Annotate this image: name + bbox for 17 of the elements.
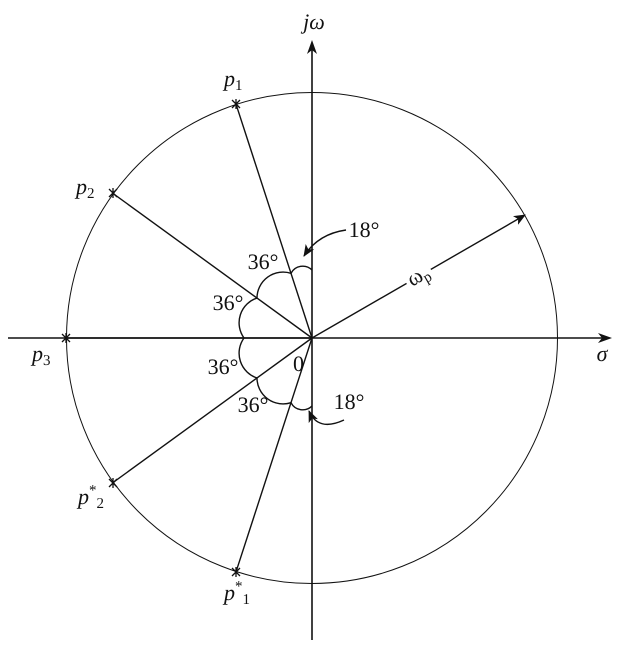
pole-line bbox=[112, 192, 312, 339]
pole-line bbox=[235, 104, 313, 338]
pole-label: p$_{2}$ bbox=[76, 176, 94, 202]
angle-label: 36° bbox=[208, 356, 238, 378]
pole-label: p$_{3}$ bbox=[32, 343, 50, 369]
angle-label: 18° bbox=[348, 219, 380, 241]
pole-line bbox=[66, 337, 312, 339]
pole-line bbox=[112, 337, 312, 484]
angle-label: 36° bbox=[238, 394, 268, 416]
angle-label: 18° bbox=[334, 391, 364, 413]
radius-arrow bbox=[312, 214, 526, 339]
angle-label: 36° bbox=[248, 251, 278, 273]
angle-label: 36° bbox=[212, 292, 244, 314]
axis-label: σ bbox=[596, 343, 608, 365]
pole-line bbox=[235, 338, 313, 572]
pole-label: p$_{1}$ bbox=[224, 68, 242, 94]
axis-label: jω bbox=[303, 11, 325, 33]
